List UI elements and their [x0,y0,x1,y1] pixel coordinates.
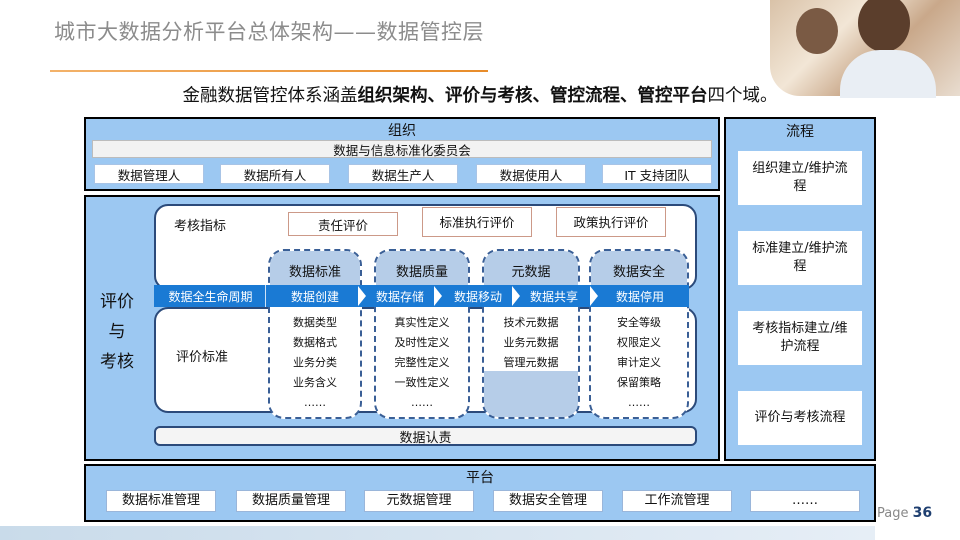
list-item: 保留策略 [617,376,661,389]
person-silhouette [858,0,910,52]
evaluation-panel: 评价 与 考核 考核指标 责任评价 标准执行评价 政策执行评价 评价标准 数据标… [84,195,720,461]
process-kpi-maintenance: 考核指标建立/维护流程 [738,311,862,365]
platform-more: …… [750,490,860,512]
stage-share: 数据共享 [529,289,578,304]
column-title: 元数据 [484,251,578,289]
page-number: Page 36 [877,505,933,521]
kpi-responsibility: 责任评价 [288,212,398,236]
lifecycle-label: 数据全生命周期 [156,285,266,307]
process-evaluation: 评价与考核流程 [738,391,862,445]
criteria-label: 评价标准 [176,350,229,365]
evaluation-side-label: 评价 与 考核 [100,292,134,372]
process-panel: 流程 组织建立/维护流程 标准建立/维护流程 考核指标建立/维护流程 评价与考核… [724,117,876,461]
list-item: …… [628,396,650,409]
list-item: 安全等级 [617,316,661,329]
footer-bar [0,526,875,540]
lifecycle-band [154,285,689,307]
process-label: 流程 [786,124,814,140]
list-item: 数据格式 [293,336,337,349]
list-item: 管理元数据 [503,356,559,369]
platform-metadata-mgmt: 元数据管理 [364,490,474,512]
summary-sentence: 金融数据管控体系涵盖组织架构、评价与考核、管控流程、管控平台四个域。 [182,86,778,106]
list-item: …… [411,396,433,409]
kpi-policy-execution: 政策执行评价 [556,207,666,237]
committee-bar: 数据与信息标准化委员会 [92,140,712,158]
role-data-owner: 数据所有人 [220,164,330,184]
role-data-user: 数据使用人 [476,164,586,184]
chevron-right-icon [358,286,366,306]
process-org-maintenance: 组织建立/维护流程 [738,151,862,205]
chevron-right-icon [590,286,598,306]
list-item: 一致性定义 [394,376,450,389]
column-data-security: 数据安全 [589,249,689,419]
stage-create: 数据创建 [290,289,339,304]
process-standard-maintenance: 标准建立/维护流程 [738,231,862,285]
list-item: 审计定义 [617,356,661,369]
list-item: …… [304,396,326,409]
role-data-manager: 数据管理人 [94,164,204,184]
accountability-bar: 数据认责 [154,426,697,446]
platform-label: 平台 [466,470,494,486]
list-item: 业务含义 [293,376,337,389]
platform-panel: 平台 数据标准管理 数据质量管理 元数据管理 数据安全管理 工作流管理 …… [84,464,876,522]
chevron-right-icon [512,286,520,306]
stage-store: 数据存储 [375,289,424,304]
person-silhouette [796,8,838,54]
column-items-security: 安全等级 权限定义 审计定义 保留策略 …… [591,313,687,413]
title-underline [50,70,488,72]
list-item: 真实性定义 [394,316,450,329]
role-data-producer: 数据生产人 [348,164,458,184]
page-title: 城市大数据分析平台总体架构——数据管控层 [54,20,484,44]
list-item: 完整性定义 [394,356,450,369]
platform-security-mgmt: 数据安全管理 [493,490,603,512]
column-title: 数据安全 [591,251,687,289]
kpi-standard-execution: 标准执行评价 [422,207,532,237]
platform-standard-mgmt: 数据标准管理 [106,490,216,512]
list-item: 业务元数据 [503,336,559,349]
column-items-standard: 数据类型 数据格式 业务分类 业务含义 …… [270,313,360,413]
stage-move: 数据移动 [453,289,502,304]
column-metadata: 元数据 [482,249,580,419]
header-photo [770,0,960,98]
chevron-right-icon [434,286,442,306]
column-items-quality: 真实性定义 及时性定义 完整性定义 一致性定义 …… [376,313,468,413]
kpi-label: 考核指标 [174,219,227,234]
list-item: 权限定义 [617,336,661,349]
list-item: 数据类型 [293,316,337,329]
column-items-metadata: 技术元数据 业务元数据 管理元数据 [484,313,578,373]
list-item: 及时性定义 [394,336,450,349]
person-shoulder [840,50,936,98]
platform-workflow-mgmt: 工作流管理 [622,490,732,512]
metadata-empty-area [484,371,578,417]
list-item: 业务分类 [293,356,337,369]
column-title: 数据质量 [376,251,468,289]
column-data-standard: 数据标准 [268,249,362,419]
organization-panel: 组织 数据与信息标准化委员会 数据管理人 数据所有人 数据生产人 数据使用人 I… [84,117,720,191]
role-it-support: IT 支持团队 [602,164,712,184]
column-title: 数据标准 [270,251,360,289]
stage-retire: 数据停用 [615,289,664,304]
list-item: 技术元数据 [503,316,559,329]
column-data-quality: 数据质量 [374,249,470,419]
organization-label: 组织 [388,123,416,139]
platform-quality-mgmt: 数据质量管理 [236,490,346,512]
